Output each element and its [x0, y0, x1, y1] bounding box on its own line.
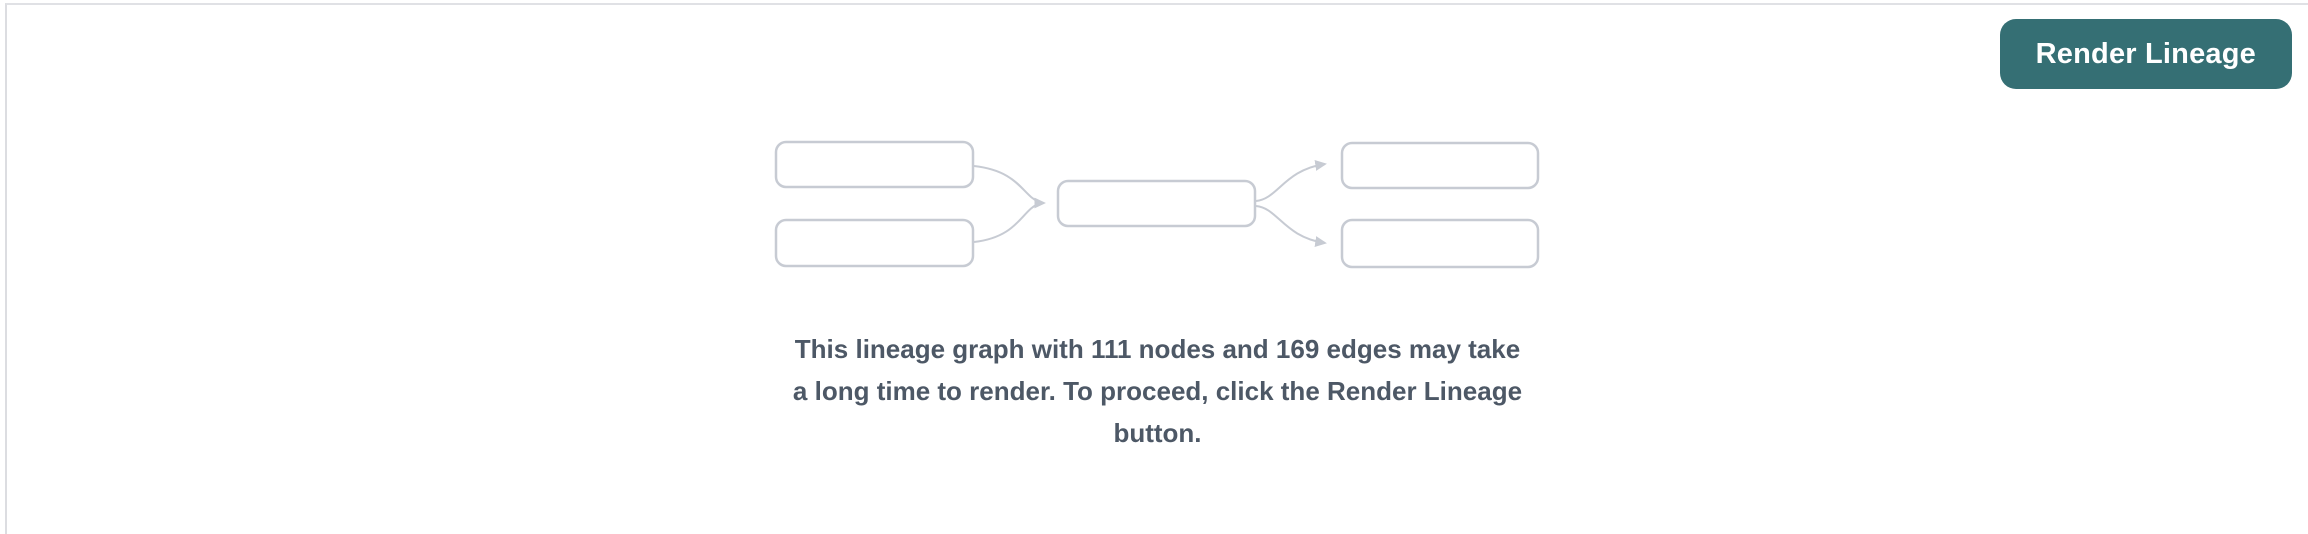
- lineage-placeholder-illustration: [774, 140, 1539, 269]
- edge-upstream-top: [973, 165, 1039, 203]
- node-box-center: [1056, 179, 1256, 228]
- lineage-empty-state: This lineage graph with 111 nodes and 16…: [7, 140, 2308, 454]
- message-line: a long time to render. To proceed, click…: [792, 376, 1523, 406]
- edge-downstream-top: [1255, 160, 1327, 202]
- edge-downstream-bottom: [1255, 205, 1327, 247]
- placeholder-nodes: [774, 140, 1539, 269]
- node-box-upstream-bottom: [774, 218, 974, 268]
- lineage-warning-message: This lineage graph with 111 nodes and 16…: [793, 328, 1522, 454]
- node-box-downstream-top: [1340, 141, 1539, 190]
- message-line: This lineage graph with 111 nodes and 16…: [794, 334, 1521, 364]
- node-box-upstream-top: [774, 140, 974, 189]
- node-box-downstream-bottom: [1340, 218, 1539, 269]
- render-lineage-button[interactable]: Render Lineage: [1999, 19, 2292, 89]
- lineage-graph-panel: Render Lineage: [5, 3, 2308, 534]
- edge-upstream-bottom: [973, 203, 1039, 243]
- placeholder-edges: [973, 160, 1327, 247]
- message-line: button.: [1113, 418, 1202, 448]
